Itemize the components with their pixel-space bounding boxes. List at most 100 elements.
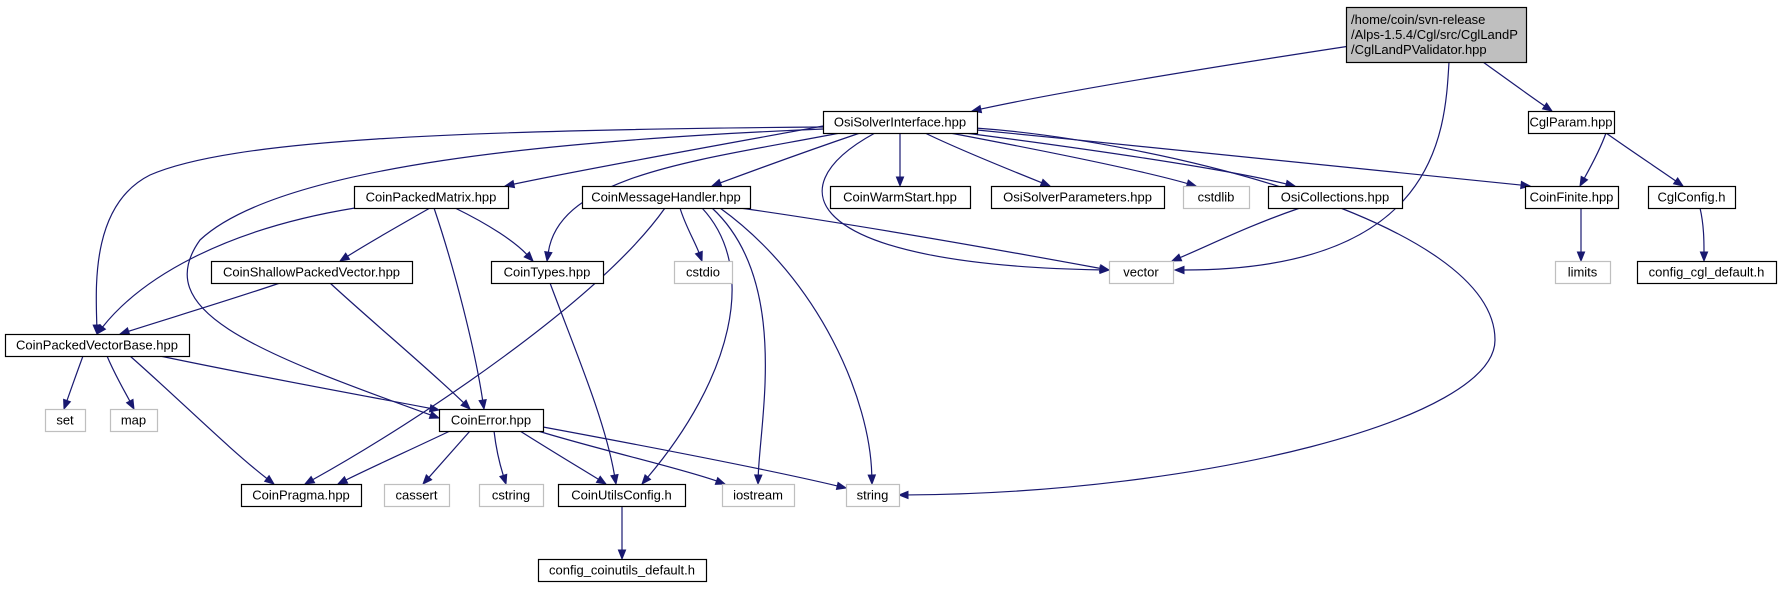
node-label: CglConfig.h bbox=[1658, 190, 1726, 205]
edge-coinpackedvectorbase-to-map bbox=[106, 355, 135, 411]
node-label: CoinPragma.hpp bbox=[252, 488, 350, 503]
edge-coinpackedvectorbase-to-coinpragma bbox=[129, 355, 276, 485]
node-label: CoinFinite.hpp bbox=[1530, 190, 1614, 205]
node-label: CoinError.hpp bbox=[451, 413, 531, 428]
edge-coinfinite-to-limits bbox=[1576, 207, 1586, 263]
edge-coinmessagehandler-to-coinutilsconfig bbox=[641, 207, 733, 486]
edge-coinpackedmatrix-to-cointypes bbox=[454, 207, 534, 262]
node-box bbox=[1345, 6, 1528, 64]
node-box bbox=[581, 185, 752, 210]
edge-cglconfig-to-config_cgl_default bbox=[1699, 207, 1709, 263]
node-limits[interactable]: limits bbox=[1554, 260, 1612, 285]
edge-coinmessagehandler-to-vector bbox=[739, 207, 1111, 273]
node-label: CoinTypes.hpp bbox=[504, 265, 591, 280]
node-box bbox=[990, 185, 1166, 210]
node-coinutilsconfig[interactable]: CoinUtilsConfig.h bbox=[557, 483, 687, 508]
edge-coinerror-to-string bbox=[542, 426, 848, 491]
node-root[interactable]: /home/coin/svn-release/Alps-1.5.4/Cgl/sr… bbox=[1345, 6, 1528, 64]
node-cstdio[interactable]: cstdio bbox=[673, 260, 734, 285]
node-osisolverparameters[interactable]: OsiSolverParameters.hpp bbox=[990, 185, 1166, 210]
graph-edges bbox=[63, 45, 1709, 561]
node-label: vector bbox=[1123, 265, 1159, 280]
edge-osisolverinterface-to-coinpackedmatrix bbox=[503, 125, 824, 189]
node-box bbox=[109, 408, 159, 433]
edge-coinerror-to-cstring bbox=[493, 430, 508, 486]
edge-cglparam-to-coinfinite bbox=[1579, 132, 1607, 188]
node-label: cstdio bbox=[686, 265, 720, 280]
node-box bbox=[210, 260, 414, 285]
edge-root-to-vector bbox=[1173, 61, 1450, 275]
node-label: /Alps-1.5.4/Cgl/src/CglLandP bbox=[1351, 27, 1518, 42]
node-cstring[interactable]: cstring bbox=[478, 483, 545, 508]
node-osicollections[interactable]: OsiCollections.hpp bbox=[1267, 185, 1404, 210]
node-label: /CglLandPValidator.hpp bbox=[1351, 42, 1487, 57]
node-coinpragma[interactable]: CoinPragma.hpp bbox=[240, 483, 363, 508]
node-box bbox=[478, 483, 545, 508]
node-coinshallowpackedvector[interactable]: CoinShallowPackedVector.hpp bbox=[210, 260, 414, 285]
node-coinpackedmatrix[interactable]: CoinPackedMatrix.hpp bbox=[353, 185, 510, 210]
node-coinmessagehandler[interactable]: CoinMessageHandler.hpp bbox=[581, 185, 752, 210]
edge-coinshallowpackedvector-to-coinerror bbox=[329, 282, 471, 410]
node-box bbox=[1554, 260, 1612, 285]
edge-osisolverinterface-to-osicollections bbox=[964, 132, 1297, 189]
node-box bbox=[4, 333, 191, 358]
node-box bbox=[1182, 185, 1251, 210]
node-coinfinite[interactable]: CoinFinite.hpp bbox=[1524, 185, 1620, 210]
node-label: CoinUtilsConfig.h bbox=[571, 488, 671, 503]
node-box bbox=[438, 408, 545, 433]
node-string[interactable]: string bbox=[845, 483, 901, 508]
edge-coinpackedmatrix-to-coinshallowpackedvector bbox=[338, 207, 431, 262]
node-label: map bbox=[121, 413, 146, 428]
node-label: CoinMessageHandler.hpp bbox=[591, 190, 741, 205]
node-box bbox=[673, 260, 734, 285]
node-box bbox=[1636, 260, 1778, 285]
node-label: config_cgl_default.h bbox=[1649, 265, 1765, 280]
edge-osisolverinterface-to-coinfinite bbox=[976, 129, 1532, 190]
node-box bbox=[44, 408, 87, 433]
node-osisolverinterface[interactable]: OsiSolverInterface.hpp bbox=[822, 110, 979, 135]
edge-cointypes-to-coinutilsconfig bbox=[549, 282, 619, 486]
edge-coinpackedvectorbase-to-set bbox=[63, 355, 84, 411]
node-vector[interactable]: vector bbox=[1108, 260, 1175, 285]
node-cstdlib[interactable]: cstdlib bbox=[1182, 185, 1251, 210]
edge-coinerror-to-coinutilsconfig bbox=[519, 430, 608, 485]
node-label: CoinPackedVectorBase.hpp bbox=[16, 338, 178, 353]
node-box bbox=[490, 260, 605, 285]
graph-nodes: /home/coin/svn-release/Alps-1.5.4/Cgl/sr… bbox=[4, 6, 1778, 583]
node-coinerror[interactable]: CoinError.hpp bbox=[438, 408, 545, 433]
node-box bbox=[383, 483, 451, 508]
edge-coinshallowpackedvector-to-coinpackedvectorbase bbox=[118, 282, 281, 336]
edge-coinmessagehandler-to-iostream bbox=[711, 207, 766, 486]
node-config_coinutils_default[interactable]: config_coinutils_default.h bbox=[537, 558, 708, 583]
edge-coinmessagehandler-to-string bbox=[719, 207, 877, 486]
node-box bbox=[537, 558, 708, 583]
node-coinwarmstart[interactable]: CoinWarmStart.hpp bbox=[829, 185, 972, 210]
edge-coinutilsconfig-to-config_coinutils_default bbox=[617, 506, 627, 561]
node-box bbox=[240, 483, 363, 508]
node-label: OsiSolverInterface.hpp bbox=[834, 115, 966, 130]
edge-osicollections-to-vector bbox=[1170, 207, 1301, 262]
edge-osisolverinterface-to-string bbox=[897, 127, 1496, 500]
node-box bbox=[721, 483, 796, 508]
edge-coinpackedvectorbase-to-coinerror bbox=[159, 355, 441, 413]
node-cglconfig[interactable]: CglConfig.h bbox=[1647, 185, 1737, 210]
node-label: CglParam.hpp bbox=[1529, 115, 1612, 130]
node-box bbox=[1267, 185, 1404, 210]
node-box bbox=[1108, 260, 1175, 285]
node-box bbox=[353, 185, 510, 210]
node-box bbox=[1647, 185, 1737, 210]
node-box bbox=[1524, 185, 1620, 210]
node-label: /home/coin/svn-release bbox=[1351, 12, 1485, 27]
node-cglparam[interactable]: CglParam.hpp bbox=[1527, 110, 1616, 135]
node-box bbox=[557, 483, 687, 508]
edge-osisolverinterface-to-coinerror bbox=[186, 128, 824, 419]
node-label: string bbox=[857, 488, 889, 503]
node-coinpackedvectorbase[interactable]: CoinPackedVectorBase.hpp bbox=[4, 333, 191, 358]
node-cointypes[interactable]: CoinTypes.hpp bbox=[490, 260, 605, 285]
node-iostream[interactable]: iostream bbox=[721, 483, 796, 508]
node-map[interactable]: map bbox=[109, 408, 159, 433]
node-cassert[interactable]: cassert bbox=[383, 483, 451, 508]
node-config_cgl_default[interactable]: config_cgl_default.h bbox=[1636, 260, 1778, 285]
node-set[interactable]: set bbox=[44, 408, 87, 433]
edge-coinerror-to-cassert bbox=[422, 430, 471, 486]
